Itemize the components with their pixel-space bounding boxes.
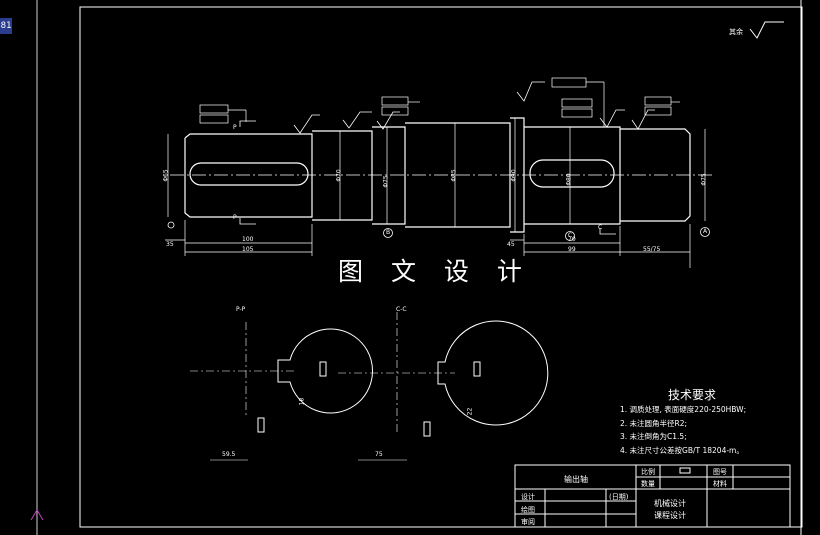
keyway-right: [529, 159, 615, 188]
ucs-arrow: [30, 509, 38, 521]
diameter-label: Φ75: [382, 175, 390, 188]
review-label: 审阅: [521, 518, 535, 526]
design-label: 设计: [521, 493, 535, 501]
ratio-label: 比例: [641, 468, 655, 476]
section-marker-label: P: [233, 214, 237, 221]
datum-label: B: [386, 229, 391, 236]
section-view-p: [190, 322, 373, 461]
tech-requirement-item: 4. 未注尺寸公差按GB/T 18204-m。: [620, 445, 744, 455]
dim-label: 100: [242, 236, 254, 243]
section-title-p: P-P: [236, 306, 246, 313]
date-label: (日期): [609, 493, 629, 501]
section-markers: [239, 120, 616, 235]
draw-label: 绘图: [521, 506, 535, 514]
datum-circle: [167, 221, 175, 229]
keyway-left: [189, 162, 309, 186]
section-dim-label: 18: [298, 397, 306, 406]
dim-label: 99: [568, 246, 576, 253]
section-marker-label: P: [233, 124, 237, 131]
datum-label: C: [568, 232, 573, 239]
section-dim-label: 75: [375, 451, 383, 458]
layer-tab[interactable]: 81: [0, 18, 12, 34]
dim-label: 45: [507, 241, 515, 248]
diameter-label: Φ85: [450, 169, 458, 182]
dim-label: 105: [242, 246, 254, 253]
dim-label: 70: [568, 236, 576, 243]
diameter-label: Φ75: [700, 173, 708, 186]
drawing-no-label: 图号: [713, 468, 727, 476]
shaft-outline: [184, 117, 691, 233]
datum-markers: [167, 221, 710, 241]
course-line-1: 机械设计: [654, 499, 686, 508]
section-p-profile: [277, 328, 373, 414]
datum-circle: [565, 231, 575, 241]
diameter-label: Φ70: [335, 169, 343, 182]
dim-label: 35: [166, 241, 174, 248]
section-title-c: C-C: [396, 306, 407, 313]
section-marker-label: C: [598, 224, 603, 231]
diameter-label: Φ80: [565, 173, 573, 186]
course-line-2: 课程设计: [654, 511, 686, 520]
title-block: [514, 464, 791, 528]
section-view-c: [338, 312, 549, 461]
section-c-profile: [437, 320, 549, 426]
tech-requirement-item: 3. 未注倒角为C1.5;: [620, 432, 687, 441]
datum-circle: [700, 227, 710, 237]
datum-circle: [383, 228, 393, 238]
dim-label: 55/75: [643, 246, 661, 253]
part-name: 输出轴: [564, 475, 588, 484]
tolerance-frames: [199, 77, 680, 127]
roughness-note: 其余: [729, 28, 743, 36]
qty-label: 数量: [641, 480, 655, 488]
sheet-outer-border: [79, 6, 803, 528]
tech-requirements-list: 1. 调质处理, 表面硬度220-250HBW; 2. 未注圆角半径R2; 3.…: [620, 403, 746, 457]
tech-requirement-item: 1. 调质处理, 表面硬度220-250HBW;: [620, 405, 747, 414]
datum-label: A: [703, 228, 708, 235]
tech-requirement-item: 2. 未注圆角半径R2;: [620, 418, 688, 428]
diameter-label: Φ65: [162, 169, 170, 182]
dimension-lines: [165, 118, 706, 268]
watermark: 图 文 设 计: [338, 257, 532, 286]
tech-requirements-title: 技术要求: [668, 388, 717, 402]
diameter-label: Φ90: [510, 169, 518, 182]
roughness-symbol-icon: [749, 21, 784, 39]
roughness-marks: [293, 81, 655, 134]
section-dim-label: 22: [466, 407, 474, 416]
ucs-arrow: [36, 509, 44, 521]
material-label: 材料: [713, 480, 727, 488]
section-dim-label: 59.5: [222, 451, 236, 458]
